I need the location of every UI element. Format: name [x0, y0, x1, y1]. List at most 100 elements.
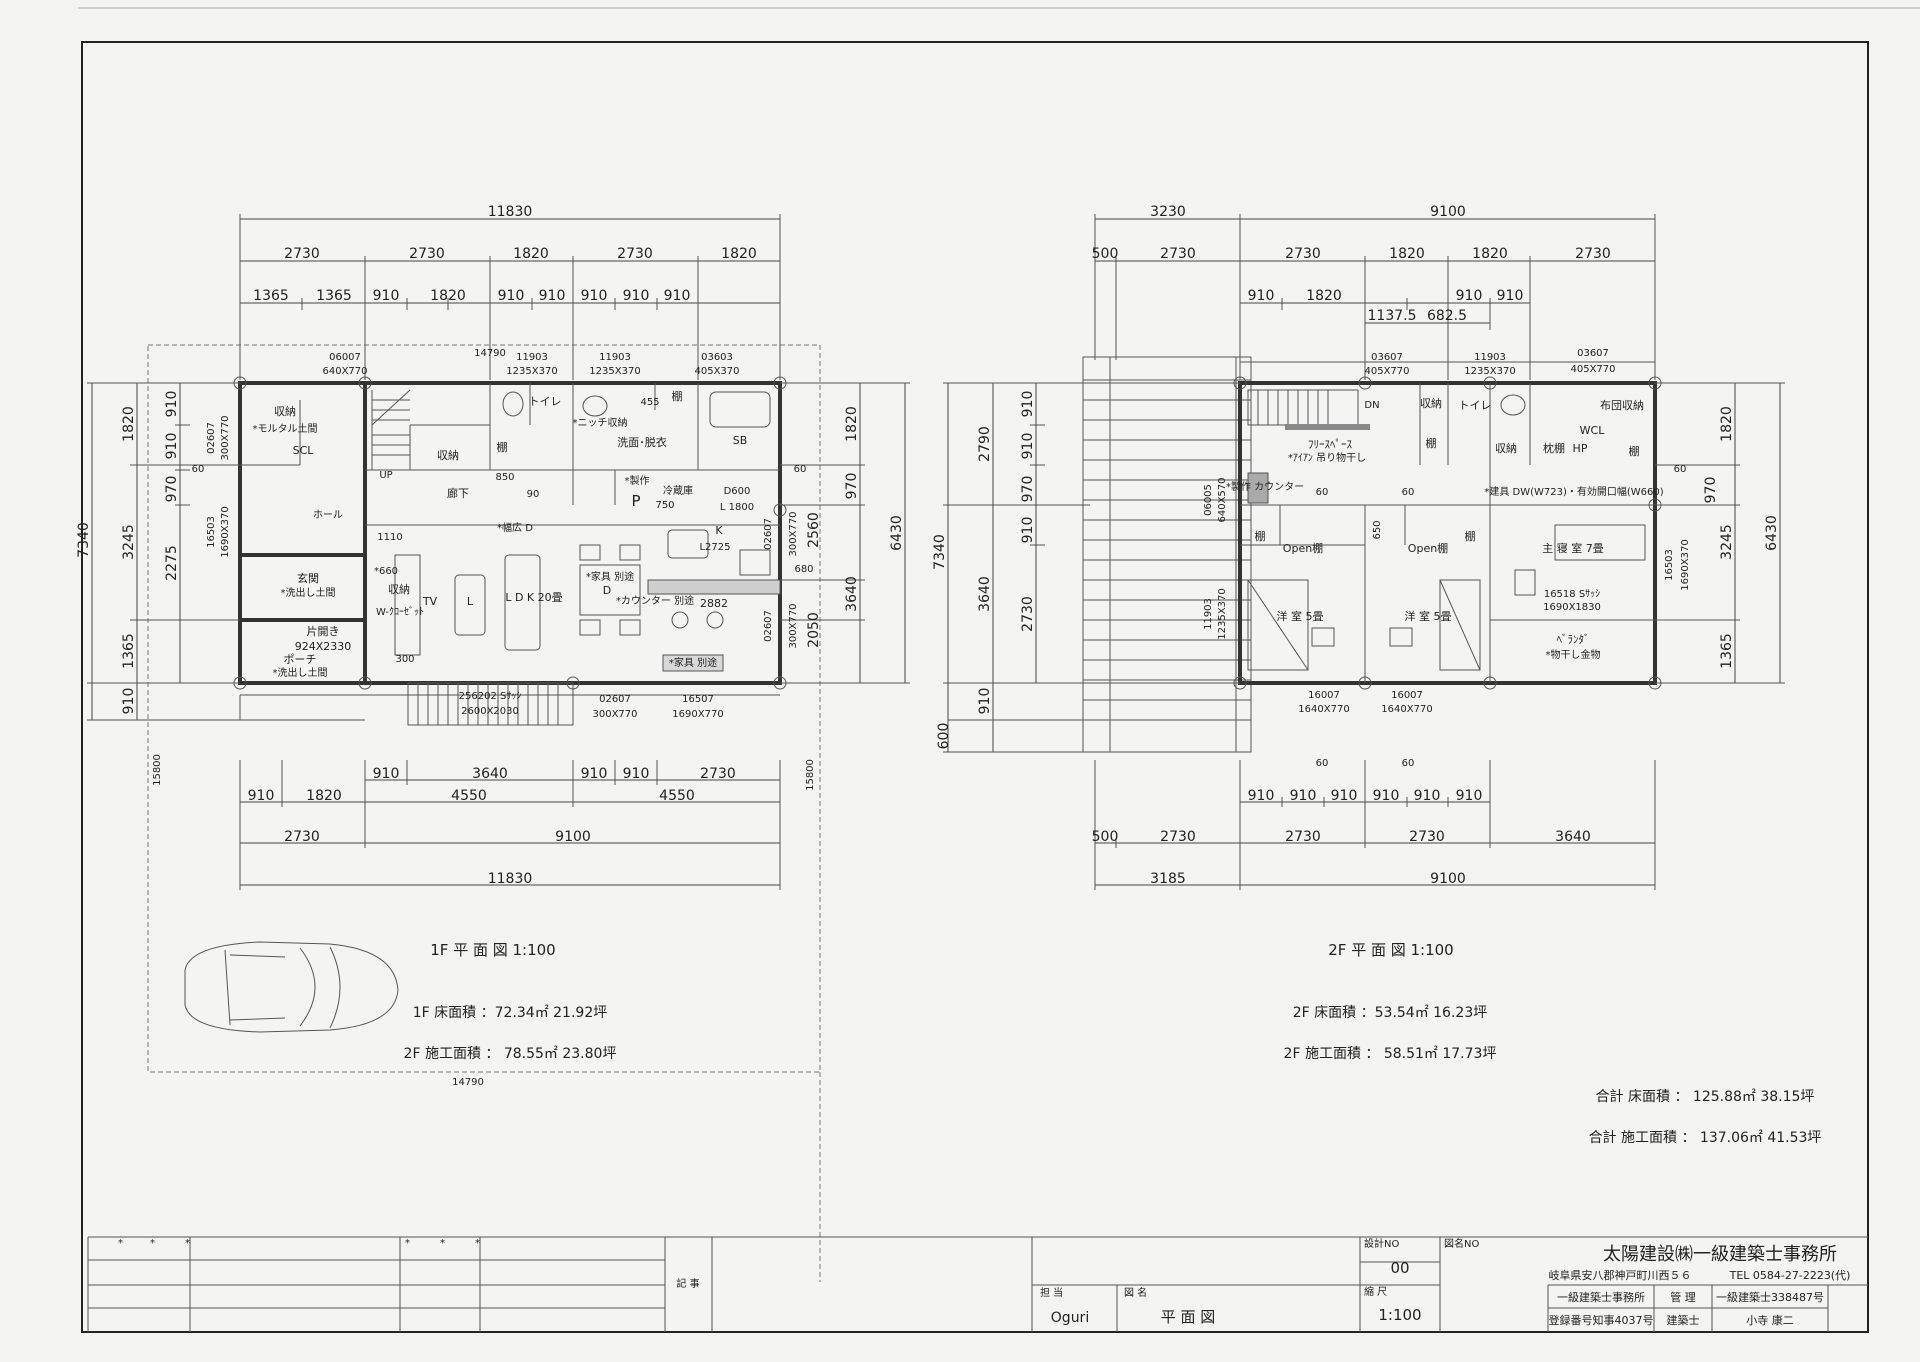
- person-name: Oguri: [1051, 1310, 1089, 1326]
- note: *ｱｲｱﾝ 吊り物干し: [1288, 451, 1366, 464]
- stamp-mark: *: [185, 1238, 190, 1249]
- 1f-floor-area: 1F 床面積 ：72.34㎡ 21.92坪: [413, 1005, 607, 1021]
- room-dining: D: [603, 584, 611, 597]
- 1f-left-dim: 1820: [121, 406, 137, 442]
- 2f-left-dim: 2790: [977, 426, 993, 462]
- 2f-top-dim: 1820: [1472, 246, 1508, 262]
- 2f-top-dim: 2730: [1575, 246, 1611, 262]
- 1f-dim: 2730: [284, 246, 320, 262]
- 1f-dim: 1820: [513, 246, 549, 262]
- room-shelf: 棚: [1255, 529, 1266, 543]
- room-western-2: 洋 室 5畳: [1405, 609, 1452, 623]
- stamp-mark: *: [475, 1238, 480, 1249]
- window-size: 1235X370: [1217, 588, 1228, 639]
- architect-number: 一級建築士338487号: [1716, 1290, 1824, 1304]
- room-porch: ポーチ: [284, 653, 317, 666]
- room-kitchen: K: [715, 524, 723, 537]
- room-storage: 収納: [274, 405, 296, 418]
- 2f-right-dim: 1365: [1719, 633, 1735, 669]
- window-code: 02607: [763, 518, 774, 550]
- window-size: 300X770: [788, 511, 799, 556]
- window-size: 640X770: [322, 366, 367, 377]
- dim-label: 90: [527, 489, 540, 500]
- window-size: 1690X370: [1680, 539, 1691, 590]
- 2f-top-dim: 682.5: [1427, 308, 1467, 324]
- 1f-left-dim: 2275: [164, 545, 180, 581]
- window-code: 16503: [1664, 549, 1675, 581]
- 1f-left-dim: 970: [164, 476, 180, 503]
- car-icon: [184, 941, 399, 1033]
- 1f-bottom-dim: 910: [581, 766, 608, 782]
- plan-2f: 3230 9100 500 2730 2730 1820 1820 2730 9…: [932, 204, 1785, 1062]
- window-code: 16518 Sｻｯｼ: [1544, 588, 1600, 600]
- note: *物干し金物: [1546, 648, 1601, 661]
- stamp-mark: *: [440, 1238, 445, 1249]
- stamp-mark: *: [150, 1238, 155, 1249]
- room-futon-storage: 布団収納: [1600, 399, 1644, 412]
- window-size: 2600X2030: [461, 706, 519, 717]
- dim-label: 850: [495, 472, 514, 483]
- 1f-right-dim: 60: [794, 464, 807, 475]
- room-shelf: 棚: [672, 389, 683, 403]
- 1f-bottom-dim: 2730: [284, 829, 320, 845]
- notes-label: 記 事: [676, 1277, 699, 1290]
- window-code: 02607: [599, 694, 631, 705]
- dim-label: 2882: [700, 597, 728, 610]
- 1f-mid-dim: 14790: [474, 348, 506, 359]
- dim-label: 300: [395, 654, 414, 665]
- architect-label: 建築士: [1667, 1313, 1700, 1327]
- 2f-bottom-dim: 910: [1248, 788, 1275, 804]
- room-scl: SCL: [293, 444, 315, 457]
- 2f-left-dim: 910: [977, 688, 993, 715]
- window-size: 1690X370: [220, 506, 231, 557]
- room-note: *洗出し土間: [281, 586, 336, 599]
- 2f-right-dim: 970: [1703, 477, 1719, 504]
- total-construction-area: 合計 施工面積 ： 137.06㎡ 41.53坪: [1589, 1130, 1822, 1146]
- window-size: 1690X770: [672, 709, 723, 720]
- 2f-left-dim: 910: [1020, 391, 1036, 418]
- room-master-bedroom: 主 寝 室 7畳: [1542, 541, 1604, 555]
- 1f-plan-title: 1F 平 面 図 1:100: [430, 941, 555, 959]
- design-no-label: 設計NO: [1364, 1237, 1399, 1250]
- 1f-right-dim: 1820: [844, 406, 860, 442]
- window-code: 02607: [763, 610, 774, 642]
- room-hp: HP: [1573, 442, 1588, 455]
- dim-label: L 1800: [720, 502, 754, 513]
- room-wic: W-ｸﾛｰｾﾞｯﾄ: [376, 606, 424, 618]
- company-name: 太陽建設㈱一級建築士事務所: [1603, 1244, 1837, 1265]
- dim-label: 750: [655, 500, 674, 511]
- 2f-right-dim: 1820: [1719, 406, 1735, 442]
- 1f-left-dim: 60: [192, 464, 205, 475]
- stamp-mark: *: [118, 1238, 123, 1249]
- 1f-dim: 2730: [409, 246, 445, 262]
- room-storage: 収納: [388, 583, 410, 596]
- window-code: 16507: [682, 694, 714, 705]
- 1f-bottom-total: 11830: [488, 871, 533, 887]
- 2f-top-dim: 500: [1092, 246, 1119, 262]
- person-label: 担 当: [1040, 1286, 1063, 1299]
- room-fridge: 冷蔵庫: [663, 484, 693, 497]
- note: *家具 別途: [586, 570, 634, 583]
- dim-label: L2725: [699, 542, 730, 553]
- 2f-bottom-dim: 910: [1331, 788, 1358, 804]
- room-shelf: 棚: [1629, 444, 1640, 458]
- 1f-left-dim: 910: [121, 688, 137, 715]
- room-veranda: ﾍﾞﾗﾝﾀﾞ: [1557, 633, 1590, 646]
- 1f-dim: 1365: [253, 288, 289, 304]
- drawing-name: 平 面 図: [1161, 1308, 1216, 1326]
- 1f-dim: 2730: [617, 246, 653, 262]
- window-size: 1690X1830: [1543, 602, 1601, 613]
- window-size: 300X770: [788, 603, 799, 648]
- dim-label: 650: [1372, 520, 1383, 539]
- 2f-left-dim: 2730: [1020, 596, 1036, 632]
- 2f-top-dim: 2730: [1160, 246, 1196, 262]
- note: *建具 DW(W723)・有効開口幅(W660): [1484, 485, 1663, 498]
- room-storage: 収納: [437, 449, 459, 462]
- 2f-top-dim: 3230: [1150, 204, 1186, 220]
- room-note: *モルタル土間: [253, 422, 318, 435]
- 2f-top-dim: 9100: [1430, 204, 1466, 220]
- room-washroom: 洗面･脱衣: [617, 435, 667, 449]
- plan-1f: 11830 2730 2730 1820 2730 1820 1365 1365…: [76, 204, 910, 1282]
